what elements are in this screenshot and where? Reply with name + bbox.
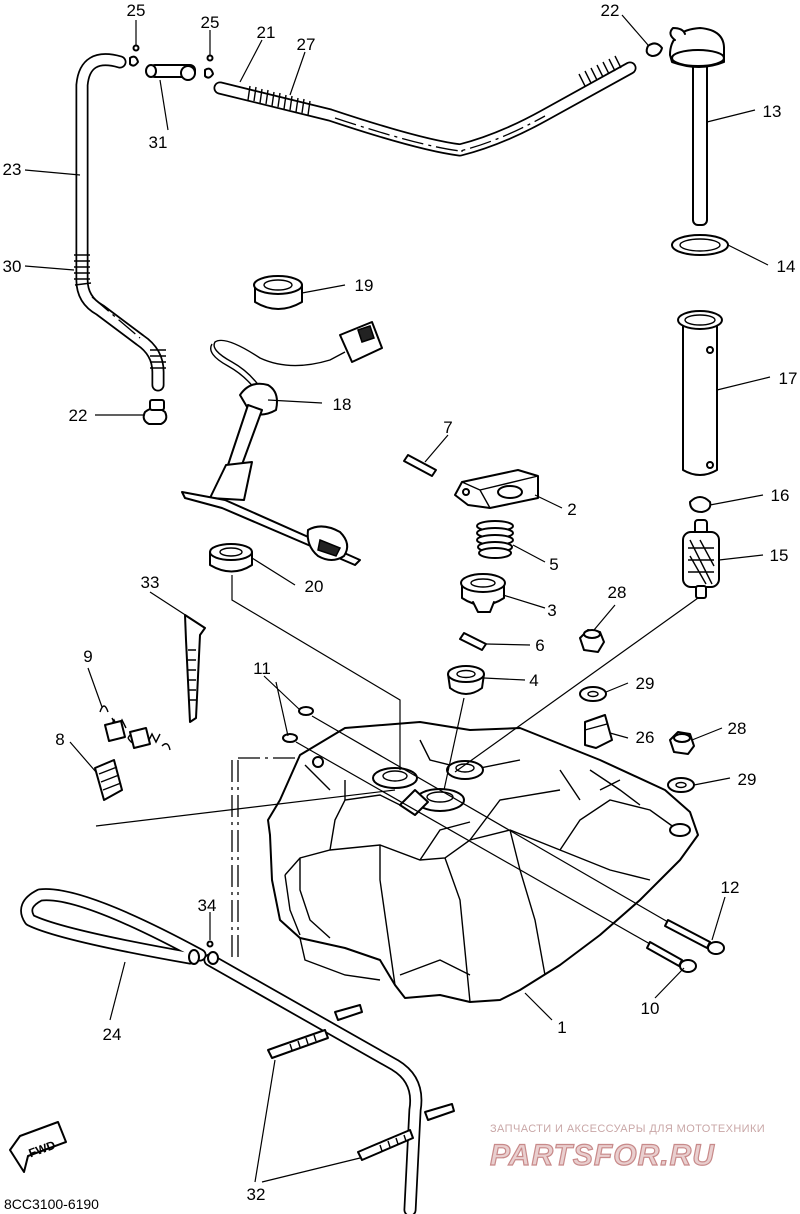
callout-5: 5 (549, 555, 558, 574)
spring-5 (476, 520, 514, 559)
callout-32: 32 (247, 1185, 266, 1204)
clip-26 (584, 714, 613, 749)
callout-17: 17 (779, 369, 798, 388)
callouts: 1 2 3 4 5 6 7 8 9 10 11 12 13 14 15 16 1… (3, 1, 798, 1204)
callout-28-lower: 28 (728, 719, 747, 738)
callout-29-lower: 29 (738, 770, 757, 789)
callout-22-left: 22 (69, 406, 88, 425)
callout-9: 9 (83, 647, 92, 666)
damper-8 (94, 759, 123, 801)
pin-6 (459, 632, 487, 651)
strainer-pipe-17 (677, 310, 723, 476)
callout-26: 26 (636, 728, 655, 747)
callout-25-right: 25 (201, 13, 220, 32)
grommet-20 (209, 543, 253, 573)
callout-12: 12 (721, 878, 740, 897)
callout-1: 1 (557, 1018, 566, 1037)
callout-8: 8 (55, 730, 64, 749)
callout-10: 10 (641, 999, 660, 1018)
callout-31: 31 (149, 133, 168, 152)
callout-23: 23 (3, 160, 22, 179)
washer-29-upper (579, 686, 607, 702)
grommet-4 (447, 665, 485, 695)
callout-34: 34 (198, 896, 217, 915)
callout-30: 30 (3, 257, 22, 276)
bolt-10 (646, 941, 697, 973)
fwd-arrow: FWD (9, 1121, 67, 1173)
washers-11 (282, 706, 314, 743)
callout-29-upper: 29 (636, 674, 655, 693)
callout-7: 7 (443, 418, 452, 437)
callout-21: 21 (257, 23, 276, 42)
gasket-14 (671, 234, 729, 256)
callout-22-top: 22 (601, 1, 620, 20)
callout-16: 16 (771, 486, 790, 505)
leader-lines (24, 14, 771, 1183)
callout-33: 33 (141, 573, 160, 592)
washer-29-lower (667, 777, 695, 793)
hose-24 (20, 888, 423, 1214)
callout-3: 3 (547, 601, 556, 620)
cable-ties-32 (267, 1004, 455, 1161)
callout-28-upper: 28 (608, 583, 627, 602)
watermark-caption: ЗАПЧАСТИ И АКСЕССУАРЫ ДЛЯ МОТОТЕХНИКИ (490, 1123, 765, 1135)
pin-7 (403, 454, 437, 477)
nut-28-lower (669, 731, 695, 755)
callout-27: 27 (297, 35, 316, 54)
callout-24: 24 (103, 1025, 122, 1044)
nut-28-upper (579, 629, 605, 653)
bolt-12 (664, 919, 725, 955)
callout-6: 6 (535, 636, 544, 655)
spring-9 (99, 705, 171, 751)
callout-2: 2 (567, 500, 576, 519)
pipe-fitting-31 (129, 44, 214, 81)
watermark-logo: PARTSFOR.RU (490, 1139, 715, 1172)
fuel-tank (267, 721, 699, 1003)
callout-13: 13 (763, 102, 782, 121)
callout-20: 20 (305, 577, 324, 596)
fuel-sender-18 (181, 321, 383, 566)
fuel-gauge-tube-13 (645, 27, 726, 226)
callout-15: 15 (770, 546, 789, 565)
callout-18: 18 (333, 395, 352, 414)
vent-hose-21-27 (213, 55, 637, 157)
callout-4: 4 (529, 671, 538, 690)
holder-3 (460, 573, 506, 613)
fuel-filter-15 (682, 496, 720, 599)
watermark: ЗАПЧАСТИ И АКСЕССУАРЫ ДЛЯ МОТОТЕХНИКИ PA… (489, 1123, 765, 1173)
grommet-19 (253, 275, 303, 310)
band-33 (184, 614, 206, 723)
assembly-guide-lines (231, 757, 300, 960)
callout-11: 11 (253, 659, 271, 678)
part-code: 8CC3100-6190 (4, 1196, 99, 1212)
breather-hose-23-30 (74, 53, 168, 425)
callout-14: 14 (777, 257, 796, 276)
callout-19: 19 (355, 276, 374, 295)
callout-25-left: 25 (127, 1, 146, 20)
bracket-2 (454, 469, 539, 509)
